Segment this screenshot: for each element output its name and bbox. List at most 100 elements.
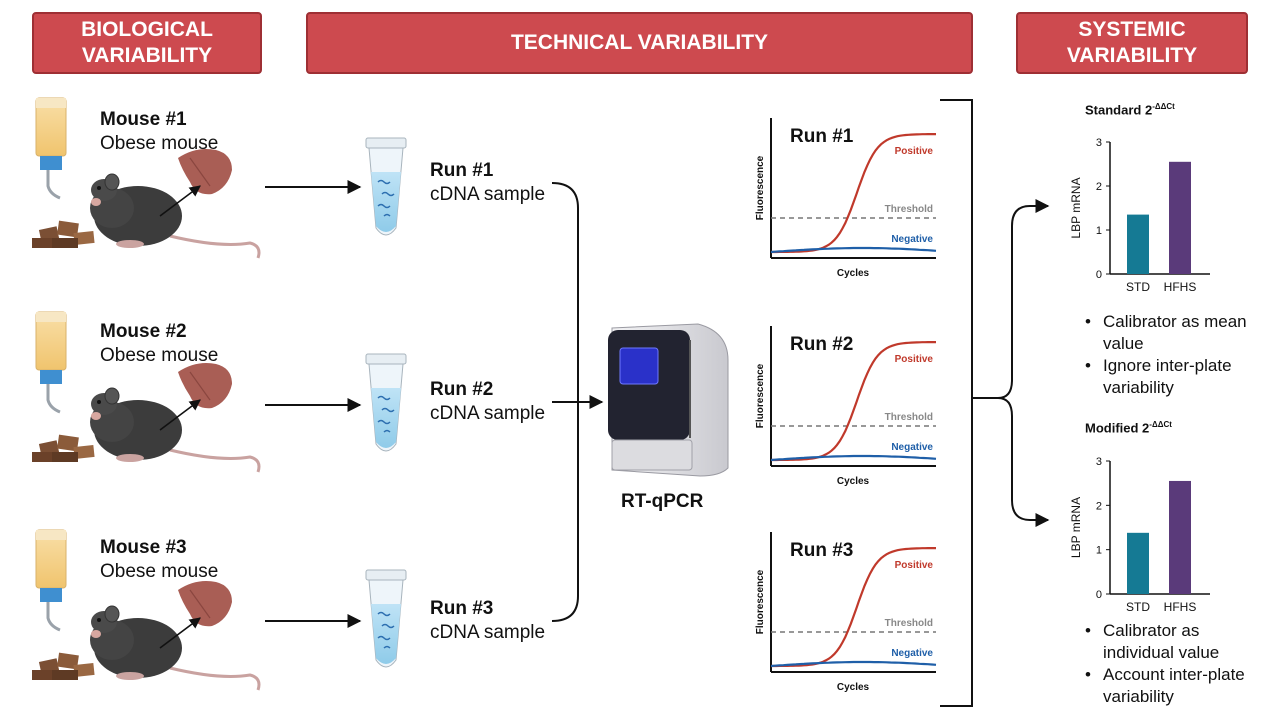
threshold-label: Threshold [885, 412, 933, 423]
header-systemic-variability: SYSTEMIC VARIABILITY [1016, 12, 1248, 74]
header-systemic-label: SYSTEMIC VARIABILITY [1066, 18, 1198, 67]
qpcr-y-label: Fluorescence [755, 155, 766, 220]
qpcr-plot-title: Run #3 [790, 540, 853, 561]
split-to-modified [997, 397, 1050, 527]
negative-label: Negative [891, 442, 933, 453]
sample-title: Run #3 [430, 598, 494, 619]
rt-qpcr-label: RT-qPCR [621, 491, 704, 512]
positive-label: Positive [895, 354, 934, 365]
header-technical-label: TECHNICAL VARIABILITY [510, 31, 769, 54]
list-item: Calibrator as mean value [1083, 311, 1263, 355]
qpcr-plot-title: Run #1 [790, 126, 854, 147]
negative-curve [770, 660, 937, 668]
list-item: Calibrator as individual value [1083, 620, 1263, 664]
cdna-tube-icon [365, 353, 407, 452]
category-label: HFHS [1164, 280, 1197, 294]
qpcr-x-label: Cycles [837, 682, 870, 693]
sample-title: Run #1 [430, 160, 494, 181]
arrow-mouse-to-liver [159, 617, 201, 649]
qpcr-y-label: Fluorescence [755, 363, 766, 428]
rt-qpcr-machine-icon [608, 323, 729, 477]
category-label: STD [1126, 600, 1150, 614]
positive-curve [771, 133, 936, 254]
qpcr-y-label: Fluorescence [755, 569, 766, 634]
negative-curve [770, 246, 937, 254]
threshold-label: Threshold [885, 618, 933, 629]
mouse-label-1: Mouse #1 Obese mouse [100, 108, 218, 156]
mouse-subtitle: Obese mouse [100, 561, 219, 582]
negative-label: Negative [891, 648, 933, 659]
sample-subtitle: cDNA sample [430, 622, 546, 643]
header-biological-variability: BIOLOGICAL VARIABILITY [32, 12, 262, 74]
bracket-qpcr-plots [940, 99, 973, 707]
arrow-mouse-to-liver [159, 185, 201, 217]
y-tick-label: 2 [1096, 181, 1102, 193]
y-tick-label: 0 [1096, 589, 1102, 601]
sample-subtitle: cDNA sample [430, 184, 546, 205]
list-item: Ignore inter-plate variability [1083, 355, 1263, 399]
modified-title-text: Modified 2 [1085, 420, 1150, 436]
mouse-title: Mouse #2 [100, 321, 187, 342]
y-tick-label: 1 [1096, 225, 1102, 237]
category-label: HFHS [1164, 600, 1197, 614]
sample-label-3: Run #3 cDNA sample [430, 597, 545, 645]
cdna-tube-icon [365, 569, 407, 668]
header-technical-variability: TECHNICAL VARIABILITY [306, 12, 973, 74]
y-tick-label: 2 [1096, 500, 1102, 512]
qpcr-x-label: Cycles [837, 476, 870, 487]
negative-curve [770, 454, 937, 462]
qpcr-plot-title: Run #2 [790, 334, 853, 355]
y-tick-label: 3 [1096, 137, 1102, 149]
standard-method-title: Standard 2-ΔΔCt [1085, 102, 1175, 117]
negative-label: Negative [891, 234, 933, 245]
list-item: Account inter-plate variability [1083, 664, 1263, 708]
sample-label-1: Run #1 cDNA sample [430, 159, 545, 207]
arrow-mouse-to-liver [159, 399, 201, 431]
cdna-tube-icon [365, 137, 407, 236]
qpcr-plots: Run #1ThresholdPositiveNegativeCyclesFlu… [755, 118, 937, 693]
y-tick-label: 1 [1096, 545, 1102, 557]
bar-y-label: LBP mRNA [1069, 177, 1083, 238]
positive-label: Positive [895, 560, 934, 571]
y-tick-label: 3 [1096, 456, 1102, 468]
standard-bullet-list: Calibrator as mean value Ignore inter-pl… [1083, 311, 1263, 399]
header-biological-label: BIOLOGICAL VARIABILITY [81, 18, 213, 67]
mouse-label-2: Mouse #2 Obese mouse [100, 320, 218, 368]
category-label: STD [1126, 280, 1150, 294]
qpcr-x-label: Cycles [837, 268, 870, 279]
mouse-scene-3 [30, 528, 261, 692]
y-tick-label: 0 [1096, 269, 1102, 281]
bar-hfhs [1169, 161, 1191, 274]
sample-label-2: Run #2 cDNA sample [430, 378, 545, 426]
bar-std [1127, 532, 1149, 594]
sample-title: Run #2 [430, 379, 494, 400]
positive-curve [771, 341, 936, 462]
standard-title-text: Standard 2 [1085, 102, 1153, 118]
split-to-standard [997, 199, 1050, 399]
bar-y-label: LBP mRNA [1069, 497, 1083, 558]
mouse-scene-1 [30, 96, 261, 260]
mouse-title: Mouse #1 [100, 109, 187, 130]
threshold-label: Threshold [885, 204, 933, 215]
mouse-label-3: Mouse #3 Obese mouse [100, 536, 218, 584]
mouse-subtitle: Obese mouse [100, 345, 219, 366]
mouse-scene-2 [30, 310, 261, 474]
bar-hfhs [1169, 480, 1191, 594]
bar-std [1127, 214, 1149, 274]
standard-title-sup: -ΔΔCt [1152, 102, 1175, 111]
modified-title-sup: -ΔΔCt [1149, 420, 1172, 429]
positive-label: Positive [895, 146, 934, 157]
mouse-title: Mouse #3 [100, 537, 187, 558]
modified-bullet-list: Calibrator as individual value Account i… [1083, 620, 1263, 708]
modified-method-title: Modified 2-ΔΔCt [1085, 420, 1172, 435]
sample-subtitle: cDNA sample [430, 403, 546, 424]
mouse-subtitle: Obese mouse [100, 133, 219, 154]
positive-curve [771, 547, 936, 668]
